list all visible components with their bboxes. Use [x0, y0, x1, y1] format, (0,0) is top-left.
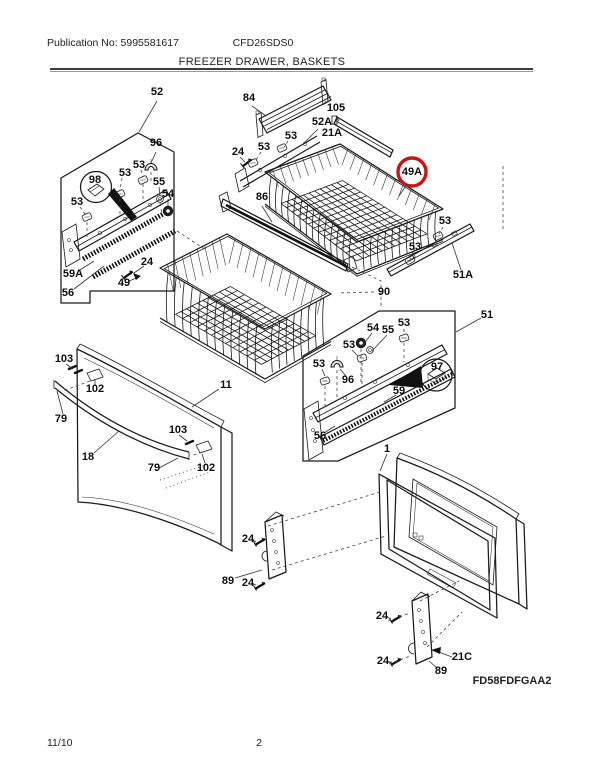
part-label-21C: 21C — [452, 651, 472, 663]
handle-18 — [54, 380, 190, 453]
part-label-49A: 49A — [402, 166, 422, 178]
part-label-53: 53 — [398, 317, 410, 329]
part-label-24: 24 — [141, 256, 154, 268]
part-label-1: 1 — [384, 443, 390, 455]
part-label-52A: 52A — [312, 116, 332, 128]
part-label-96: 96 — [342, 374, 354, 386]
rail-86 — [218, 191, 358, 273]
part-label-53: 53 — [343, 339, 355, 351]
screw-24 — [388, 613, 403, 625]
door-gasket-21c — [378, 473, 498, 619]
part-label-90: 90 — [378, 286, 390, 298]
part-label-89: 89 — [435, 665, 447, 677]
handle-bracket-102 — [86, 368, 104, 382]
part-label-86: 86 — [256, 191, 268, 203]
part-label-79: 79 — [148, 462, 160, 474]
title-divider — [50, 68, 533, 72]
wire-shelf-84 — [255, 77, 332, 139]
part-label-49: 49 — [118, 277, 130, 289]
part-label-89: 89 — [222, 575, 234, 587]
handle-bracket-102 — [195, 440, 213, 454]
part-label-103: 103 — [169, 424, 187, 436]
part-label-21A: 21A — [322, 127, 342, 139]
bracket-89-left — [252, 511, 287, 592]
part-label-96: 96 — [150, 137, 162, 149]
part-label-53: 53 — [285, 130, 297, 142]
part-label-97: 97 — [431, 361, 443, 373]
part-label-98: 98 — [89, 174, 101, 186]
part-label-55: 55 — [382, 324, 394, 336]
rail-assembly-51 — [302, 310, 456, 462]
part-label-51: 51 — [481, 309, 493, 321]
door-panel-1 — [378, 452, 528, 619]
footer-page-number: 2 — [256, 737, 262, 749]
screw-24 — [252, 580, 267, 592]
drawer-front-panel-11 — [53, 343, 233, 552]
part-label-24: 24 — [232, 146, 245, 158]
leader-lines — [56, 100, 482, 669]
part-label-84: 84 — [243, 92, 256, 104]
bracket-89-bottom — [388, 591, 433, 668]
model-number: CFD26SDS0 — [232, 37, 294, 49]
part-label-105: 105 — [327, 102, 345, 114]
part-label-102: 102 — [86, 383, 104, 395]
handle-screw-103 — [67, 364, 78, 371]
part-label-59: 59 — [393, 385, 405, 397]
part-label-24: 24 — [242, 533, 255, 545]
highlight-circle — [396, 156, 428, 188]
part-label-103: 103 — [55, 353, 73, 365]
part-label-18: 18 — [82, 451, 94, 463]
rail-105 — [331, 115, 504, 230]
rail-51a — [386, 223, 475, 277]
part-label-53: 53 — [133, 159, 145, 171]
handle-screw-103 — [184, 439, 195, 446]
part-label-51A: 51A — [453, 269, 473, 281]
handle-screw-103 — [73, 368, 84, 375]
part-label-53: 53 — [258, 141, 270, 153]
part-label-54: 54 — [162, 188, 175, 200]
detail-circle-98 — [79, 170, 113, 204]
rail-assembly-52 — [60, 132, 177, 304]
part-label-53: 53 — [71, 196, 83, 208]
basket-deep-90 — [159, 233, 332, 383]
footer-date: 11/10 — [47, 737, 73, 749]
part-label-24: 24 — [376, 610, 389, 622]
zoom-cone-97 — [389, 366, 423, 388]
dashed-connectors — [79, 140, 463, 665]
part-label-53: 53 — [409, 241, 421, 253]
part-label-11: 11 — [220, 379, 232, 391]
part-label-102: 102 — [197, 462, 215, 474]
part-label-24: 24 — [377, 655, 390, 667]
publication-number: Publication No: 5995581617 — [47, 37, 179, 49]
part-label-53: 53 — [439, 215, 451, 227]
part-label-55: 55 — [153, 176, 165, 188]
part-label-79: 79 — [55, 413, 67, 425]
mount-rail-52a — [234, 135, 321, 193]
part-label-59A: 59A — [63, 268, 83, 280]
basket-shallow-49a — [264, 143, 444, 277]
part-label-52: 52 — [151, 86, 163, 98]
part-label-53: 53 — [119, 167, 131, 179]
part-label-54: 54 — [367, 322, 380, 334]
part-label-53: 53 — [313, 358, 325, 370]
part-label-24: 24 — [242, 577, 255, 589]
page-title: FREEZER DRAWER, BASKETS — [178, 56, 346, 68]
part-label-56: 56 — [62, 287, 74, 299]
zoom-cone-98 — [108, 188, 137, 221]
diagram-code: FD58FDFGAA2 — [472, 675, 552, 687]
part-label-56: 56 — [314, 430, 326, 442]
